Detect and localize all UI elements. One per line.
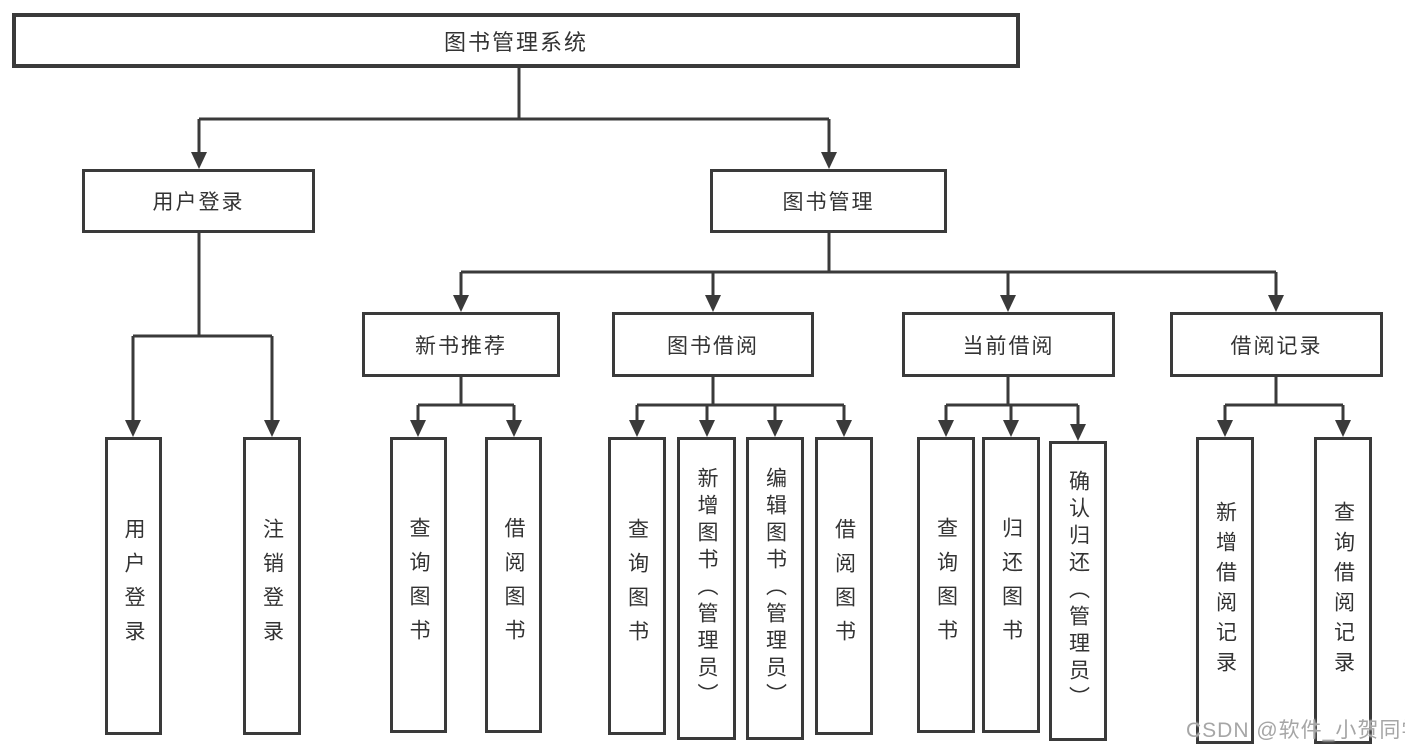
node-borrowing-records-label: 借阅记录 [1230, 334, 1323, 358]
node-book-borrowing: 图书借阅 [612, 312, 814, 377]
leaf-query-books-current: 查询图书 [917, 437, 975, 733]
leaf-edit-books-admin: 编辑图书（管理员） [746, 437, 804, 740]
leaf-query-books-borrow: 查询图书 [608, 437, 666, 735]
leaf-borrow-books-recommend: 借阅图书 [485, 437, 542, 733]
node-book-management: 图书管理 [710, 169, 947, 233]
watermark: CSDN @软件_小贺同学 [1186, 719, 1405, 742]
node-user-login: 用户登录 [82, 169, 315, 233]
leaf-add-borrow-record: 新增借阅记录 [1196, 437, 1254, 744]
leaf-add-books-admin: 新增图书（管理员） [677, 437, 736, 740]
leaf-confirm-return-admin: 确认归还（管理员） [1049, 441, 1107, 741]
leaf-query-books-recommend: 查询图书 [390, 437, 447, 733]
node-book-management-label: 图书管理 [782, 191, 875, 214]
node-library-system-label: 图书管理系统 [443, 29, 588, 55]
leaf-logout: 注销登录 [243, 437, 301, 735]
node-current-borrowing: 当前借阅 [902, 312, 1115, 377]
leaf-user-login: 用户登录 [105, 437, 162, 735]
node-new-book-recommendation: 新书推荐 [362, 312, 560, 377]
node-borrowing-records: 借阅记录 [1170, 312, 1383, 377]
node-book-borrowing-label: 图书借阅 [667, 334, 759, 358]
node-library-system: 图书管理系统 [12, 13, 1020, 68]
leaf-query-borrow-record: 查询借阅记录 [1314, 437, 1372, 744]
node-current-borrowing-label: 当前借阅 [962, 334, 1055, 358]
node-user-login-label: 用户登录 [152, 191, 245, 214]
leaf-borrow-books: 借阅图书 [815, 437, 873, 735]
leaf-return-books: 归还图书 [982, 437, 1040, 733]
node-new-book-recommendation-label: 新书推荐 [415, 334, 507, 358]
